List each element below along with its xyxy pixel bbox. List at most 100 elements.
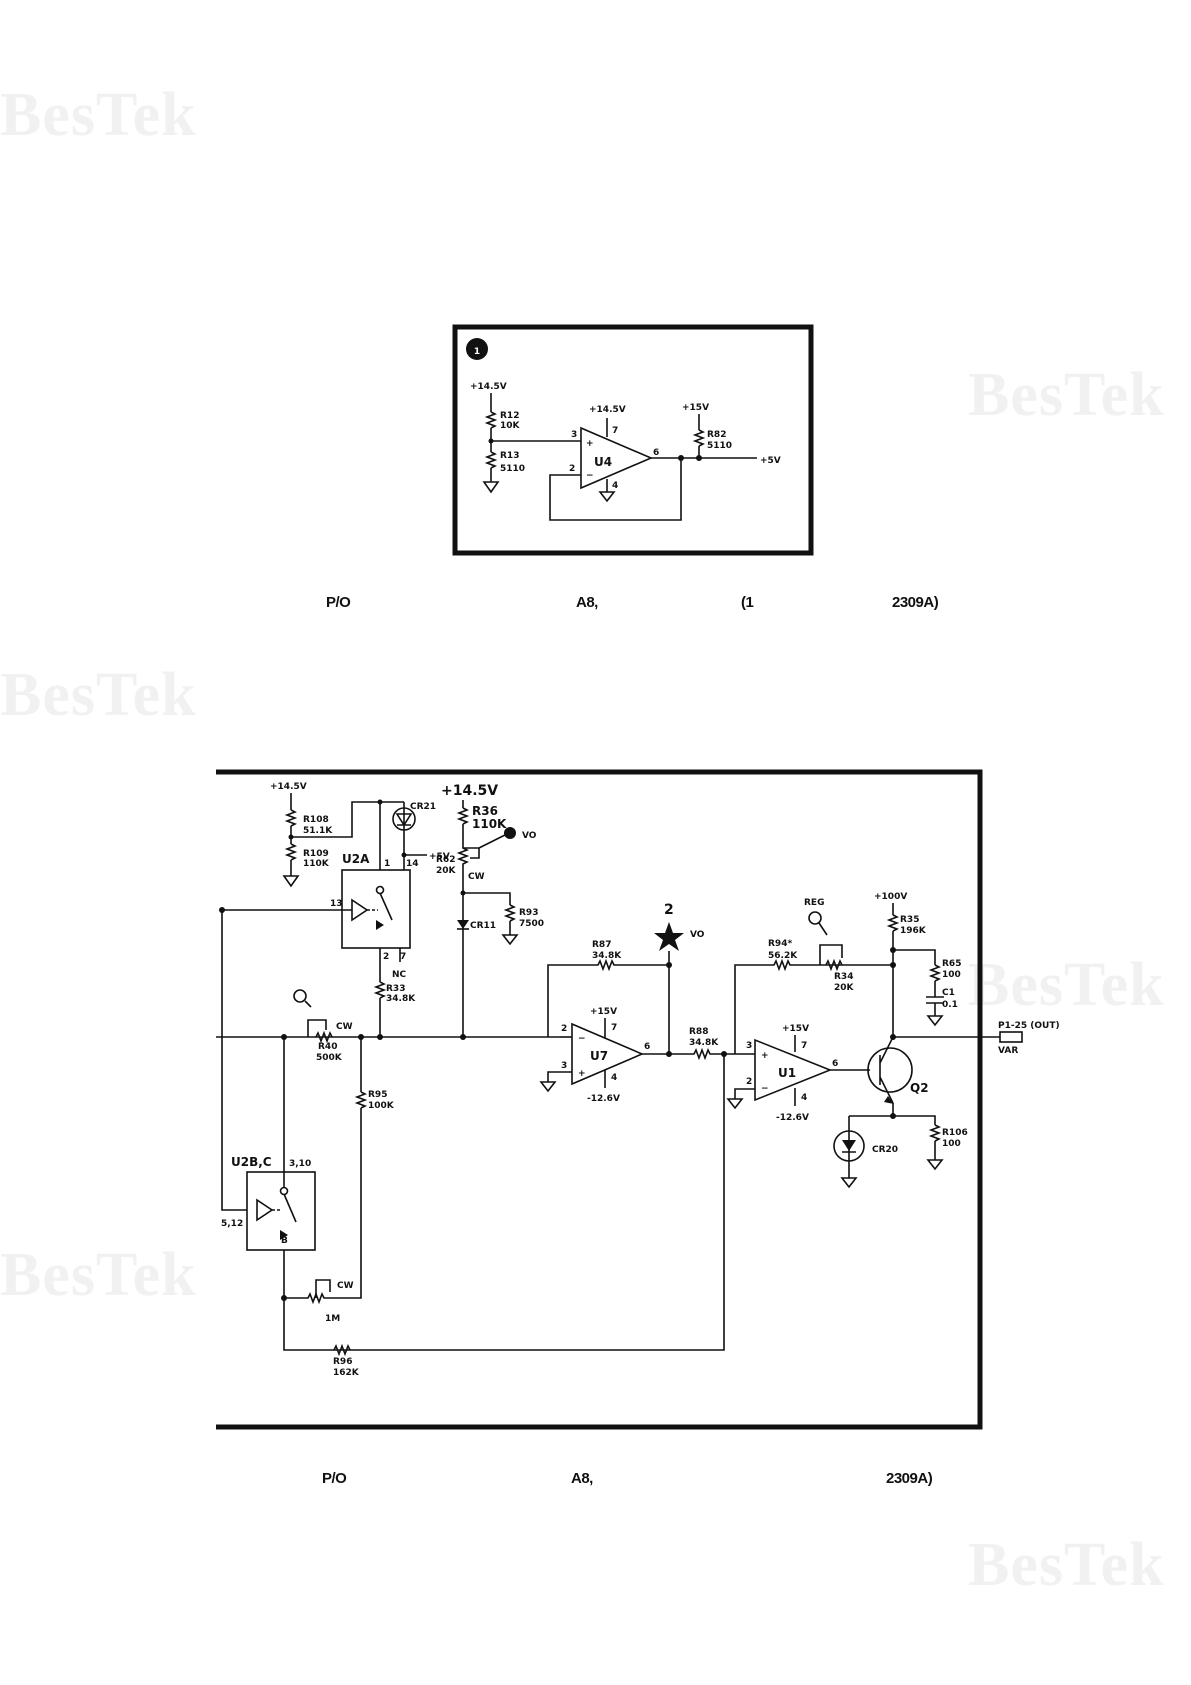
d2-cr20: CR20 [872,1145,898,1155]
d2-u2bc-contact [279,1186,289,1196]
d2-r95v: 100K [368,1101,395,1111]
d2-1m-wiper [315,1279,331,1298]
d2-r62-wiper [463,847,480,859]
d2-u7-minus: − [578,1034,586,1044]
d2-u7p7: 7 [611,1023,617,1033]
d2-u2bc: U2B,C [231,1155,272,1169]
d2-u2a-driver-icon [351,898,369,922]
d2-r93v: 7500 [519,919,544,929]
d2-u7p4: 4 [611,1073,617,1083]
d2-r94v: 56.2K [768,951,798,961]
diagram2-frame [216,769,983,1430]
d1-r13-resistor [484,451,498,469]
d2-adjust-probe-handle [304,1000,312,1008]
d2-u1p4: 4 [801,1093,807,1103]
d2-r34v: 20K [834,983,855,993]
d2-r96: R96 [333,1357,352,1367]
d2-u1-minus: − [761,1084,769,1094]
d2-vo-testpoint-icon [504,827,516,839]
diagram1: 1 +14.5V R12 10K R13 5110 U4 + − 3 2 +14… [452,324,814,556]
d2-r109v: 110K [303,859,330,869]
d2-reg-probe-icon [808,911,822,925]
d2-r88: R88 [689,1027,708,1037]
d2-q2: Q2 [910,1081,929,1095]
d2-node [377,1034,383,1040]
caption2-part: 2309A) [886,1470,933,1487]
d2-r94: R94* [768,939,792,949]
d2-vo-star-icon [654,922,684,951]
d2-r88v: 34.8K [689,1038,719,1048]
d2-u7p3: 3 [561,1061,567,1071]
d2-node [666,962,672,968]
badge-1-icon [466,338,488,360]
d2-c1v: 0.1 [942,1000,958,1010]
d2-v5: +5V [429,852,450,862]
d2-r108: R108 [303,815,329,825]
d1-minus: − [586,471,594,481]
d2-r36: R36 [472,804,498,818]
d2-wire [283,1250,715,1351]
d2-star-num: 2 [664,902,674,918]
d2-r34-wiper [819,944,843,965]
d2-cr11-diode-icon [457,920,469,929]
watermark: BesTek [968,1531,1165,1599]
caption2-board: A8, [571,1470,593,1487]
d2-adjust-probe-icon [293,989,307,1003]
d2-cr20-ground-icon [840,1130,858,1189]
d2-r93: R93 [519,908,538,918]
caption1-sheet: (1 [741,594,754,611]
d2-r40v: 500K [316,1053,343,1063]
d1-feedback-wire [549,458,682,521]
d2-u1-plus: + [761,1051,769,1061]
d2-wire [379,948,401,968]
caption2-po: P/O [322,1470,347,1487]
d2-pin14: 14 [406,859,419,869]
d1-r12v: 10K [500,421,521,431]
watermark: BesTek [968,361,1165,429]
d2-u1p7: 7 [801,1041,807,1051]
d2-pin512: 5,12 [221,1219,243,1229]
d2-r95: R95 [368,1090,387,1100]
d2-cr21: CR21 [410,802,436,812]
d2-cw2: CW [336,1022,353,1032]
d2-r87-feedback [547,958,670,1054]
d1-ground-icon [482,468,500,494]
d2-cw3: CW [337,1281,354,1291]
d2-u1: U1 [778,1066,796,1080]
d2-u1-opamp-icon [754,1038,833,1102]
watermark: BesTek [0,81,197,149]
d1-r12-resistor [484,411,498,429]
d2-u1-vee: -12.6V [776,1113,809,1123]
d2-c1: C1 [942,988,955,998]
d2-u2bc-contact-arrow [280,1230,288,1240]
d2-r96-resistor [333,1343,351,1357]
d1-r12: R12 [500,411,519,421]
d2-r62: R62 [436,855,455,865]
d2-u7p2: 2 [561,1024,567,1034]
d2-u7-vee: -12.6V [587,1094,620,1104]
d2-u1-ground-icon [726,1088,755,1110]
d2-cr11: CR11 [470,921,496,931]
d2-q2-symbol [879,1036,894,1104]
d1-pin7: 7 [612,426,618,436]
d2-vo-probe-lead [478,834,506,849]
d2-r106: R106 [942,1128,968,1138]
d2-r40-pot [315,1030,333,1044]
d1-r13: R13 [500,451,519,461]
d2-u1p3: 3 [746,1041,752,1051]
d2-reg: REG [804,898,824,908]
d2-u7-ground-icon [539,1071,572,1093]
d2-r88-resistor [642,1047,735,1061]
d2-q2-transistor-icon [867,1047,913,1093]
d2-reg-probe-handle [818,922,828,936]
d2-r62v: 20K [436,866,457,876]
d1-pin6: 6 [653,448,659,458]
d2-pin310: 3,10 [289,1159,311,1169]
d2-r65: R65 [942,959,961,969]
d2-output-connector-icon [999,1031,1023,1043]
watermark: BesTek [0,1241,197,1309]
d2-r95-resistor [346,1037,368,1299]
d1-ground-icon [598,479,616,503]
d2-pin2: 2 [383,952,389,962]
d2-u7-opamp-icon [571,1022,645,1086]
